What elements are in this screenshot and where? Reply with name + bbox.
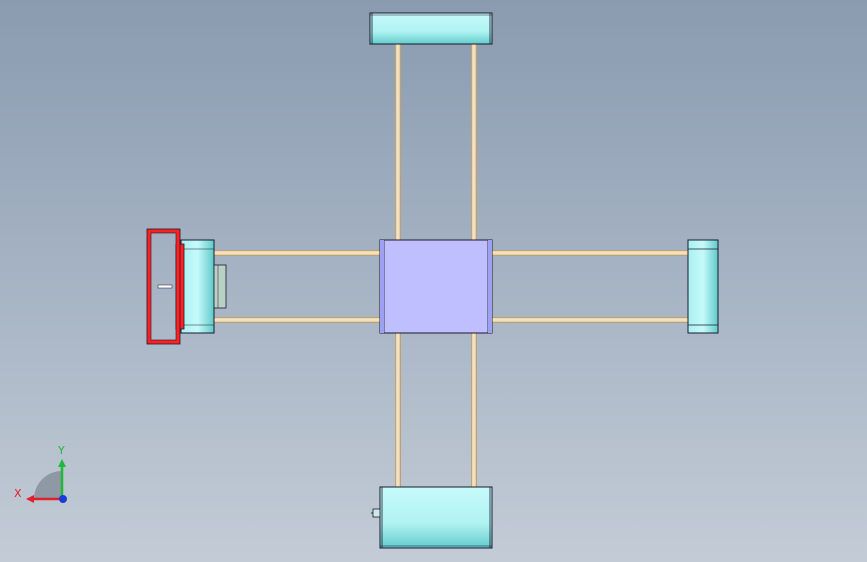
y-axis-arrow-icon	[58, 459, 66, 467]
z-axis-dot-icon	[59, 495, 67, 503]
rail-vertical-top-left[interactable]	[395, 44, 401, 241]
rail-horizontal-left-bottom[interactable]	[214, 317, 380, 323]
rail-horizontal-right-bottom[interactable]	[492, 317, 689, 323]
motor-shaft	[157, 284, 173, 289]
rail-vertical-bottom-left[interactable]	[395, 333, 401, 487]
rail-vertical-top-right[interactable]	[471, 44, 477, 241]
rail-vertical-bottom-right[interactable]	[471, 333, 477, 487]
end-block-top[interactable]	[369, 12, 493, 45]
axis-triad: X Y	[14, 444, 67, 503]
triad-plane-icon	[34, 471, 62, 499]
end-block-bottom[interactable]	[371, 486, 493, 549]
rail-horizontal-right-top[interactable]	[492, 250, 689, 256]
end-block-right[interactable]	[687, 239, 719, 334]
x-axis-arrow-icon	[26, 495, 34, 503]
y-axis-label: Y	[57, 444, 65, 457]
motor-red-frame[interactable]	[147, 229, 180, 344]
x-axis-label: X	[14, 487, 22, 500]
motor-assembly-left[interactable]	[146, 228, 227, 345]
screw-bottom	[372, 508, 381, 518]
center-carriage[interactable]	[379, 239, 493, 334]
rail-horizontal-left-top[interactable]	[214, 250, 380, 256]
coupling-block[interactable]	[213, 264, 227, 309]
